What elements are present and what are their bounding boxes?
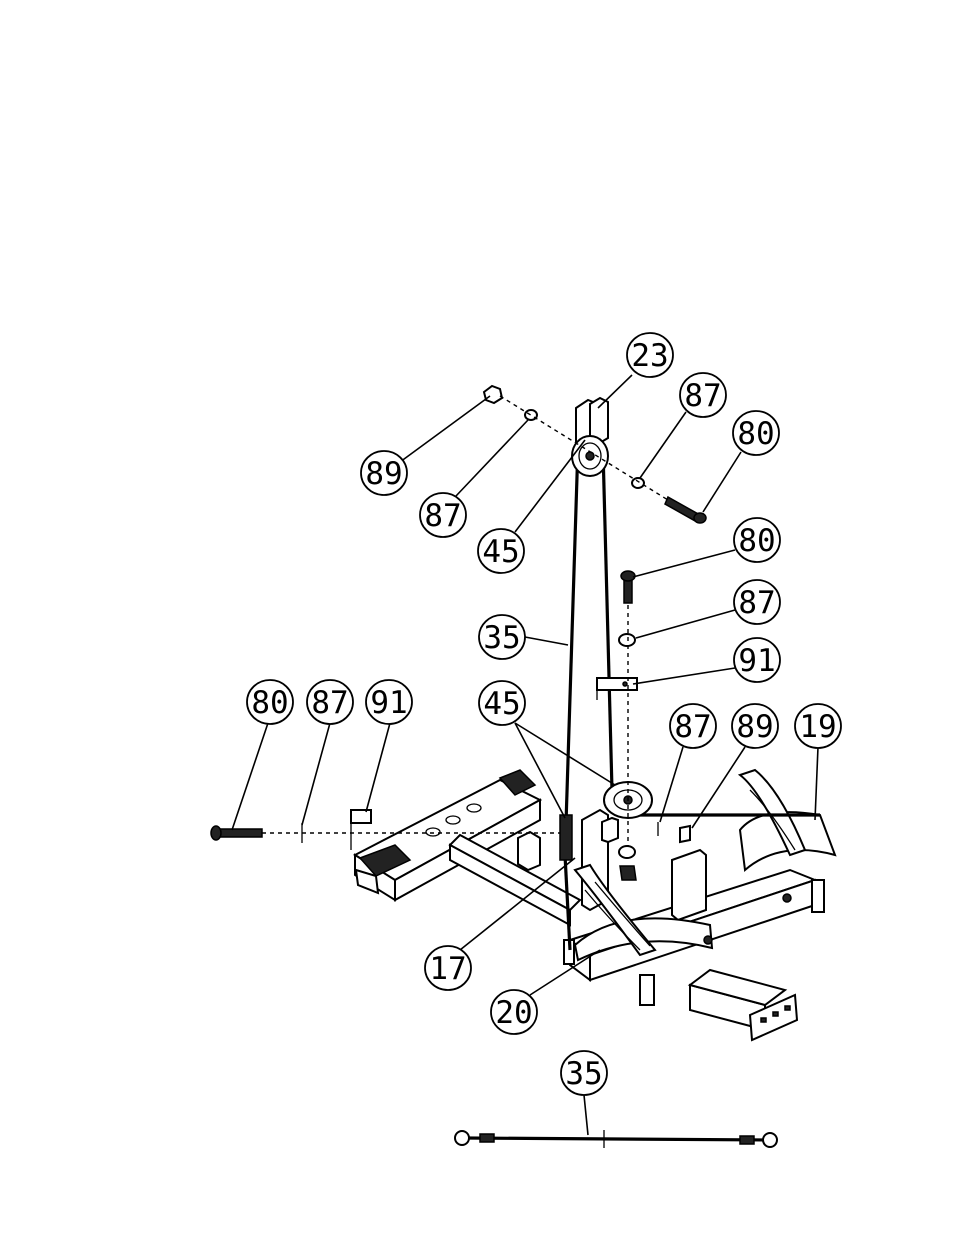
- svg-text:91: 91: [370, 685, 407, 721]
- svg-text:87: 87: [311, 685, 348, 721]
- callout-89-lower-right: 89: [732, 704, 778, 748]
- callout-19: 19: [795, 704, 841, 748]
- callout-45-lower: 45: [479, 681, 525, 725]
- svg-text:87: 87: [738, 585, 775, 621]
- callout-23: 23: [627, 333, 673, 377]
- callout-80-middle: 80: [734, 518, 780, 562]
- svg-text:87: 87: [684, 378, 721, 414]
- svg-text:35: 35: [483, 620, 520, 656]
- callout-80-left: 80: [247, 680, 293, 724]
- svg-text:20: 20: [495, 995, 532, 1031]
- callout-91-left: 91: [366, 680, 412, 724]
- svg-text:45: 45: [483, 686, 520, 722]
- callout-35-cable: 35: [479, 615, 525, 659]
- svg-text:45: 45: [482, 534, 519, 570]
- svg-text:35: 35: [565, 1056, 602, 1092]
- callout-80-top: 80: [733, 411, 779, 455]
- callout-20: 20: [491, 990, 537, 1034]
- svg-text:17: 17: [429, 951, 466, 987]
- svg-text:89: 89: [736, 709, 773, 745]
- callout-87-middle: 87: [734, 580, 780, 624]
- callout-45-top: 45: [478, 529, 524, 573]
- svg-text:87: 87: [424, 498, 461, 534]
- callout-87-top-right: 87: [680, 373, 726, 417]
- callout-89-top-left: 89: [361, 451, 407, 495]
- svg-text:19: 19: [799, 709, 836, 745]
- callout-87-lower-right: 87: [670, 704, 716, 748]
- callout-87-top-left: 87: [420, 493, 466, 537]
- callout-87-left: 87: [307, 680, 353, 724]
- callout-91-middle: 91: [734, 638, 780, 682]
- cable-35-detached: [455, 1130, 777, 1148]
- base-frame: [355, 770, 824, 1040]
- svg-text:80: 80: [738, 523, 775, 559]
- svg-text:80: 80: [251, 685, 288, 721]
- callout-17: 17: [425, 946, 471, 990]
- callout-35-detached: 35: [561, 1051, 607, 1095]
- svg-text:91: 91: [738, 643, 775, 679]
- svg-text:80: 80: [737, 416, 774, 452]
- svg-text:87: 87: [674, 709, 711, 745]
- svg-text:23: 23: [631, 338, 668, 374]
- svg-text:89: 89: [365, 456, 402, 492]
